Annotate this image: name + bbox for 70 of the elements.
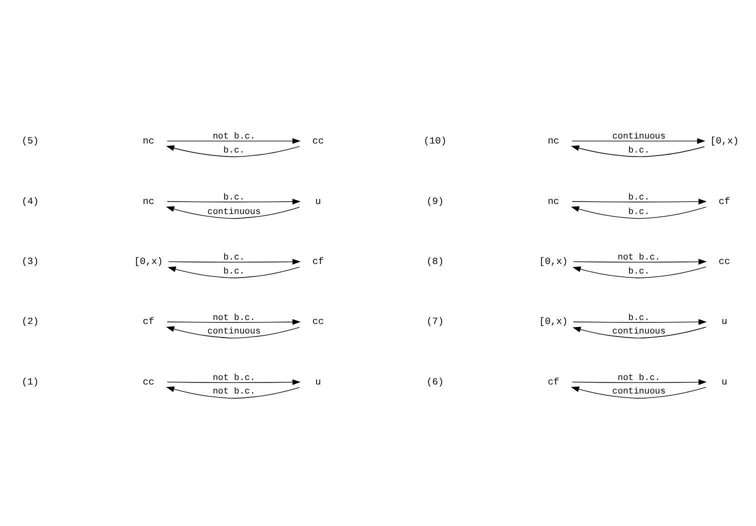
label: (4) — [22, 195, 39, 206]
edge-label: b.c. — [223, 252, 245, 262]
edge-label: b.c. — [223, 192, 245, 202]
edge-label: b.c. — [628, 206, 650, 216]
arrow — [572, 198, 707, 204]
arrow — [573, 318, 707, 324]
node-text: cf — [548, 376, 560, 387]
edge-label: not b.c. — [212, 131, 256, 142]
edge-label: b.c. — [628, 312, 650, 322]
label: (7) — [426, 316, 444, 327]
arrow — [572, 326, 706, 338]
arrow — [166, 144, 300, 157]
arrow — [166, 318, 301, 324]
node-text: u — [315, 195, 322, 206]
edge-label: continuous — [612, 326, 666, 336]
edge-label: b.c. — [628, 144, 650, 155]
node-text: cc — [718, 255, 730, 266]
edge-label: continuous — [207, 326, 261, 336]
node-text: cf — [312, 255, 324, 266]
edge-label: b.c. — [628, 192, 650, 202]
edge-label: b.c. — [628, 266, 650, 276]
edge-label: not b.c. — [212, 372, 256, 383]
node-text: u — [722, 376, 728, 387]
node-text: nc — [142, 195, 154, 206]
node-text: [0,x) — [539, 255, 568, 266]
node-text: [0,x) — [134, 255, 163, 266]
node-text: nc — [142, 135, 154, 146]
label: (3) — [22, 255, 39, 266]
label: (9) — [426, 195, 444, 206]
edge-label: continuous — [612, 386, 666, 396]
arrow — [570, 144, 705, 157]
edge-label: not b.c. — [212, 386, 256, 396]
arrow — [166, 326, 300, 338]
label: (6) — [426, 376, 444, 387]
edge-label: not b.c. — [212, 312, 256, 322]
label: (2) — [22, 316, 39, 327]
arrow — [168, 258, 301, 264]
arrow — [168, 266, 300, 278]
arrow — [572, 378, 707, 385]
arrow — [570, 386, 706, 398]
arrow — [166, 138, 301, 144]
node-text: u — [315, 376, 322, 387]
edge-label: continuous — [612, 131, 666, 142]
node-text: cc — [312, 316, 324, 327]
arrow — [166, 378, 301, 385]
label: (5) — [22, 135, 39, 146]
arrow — [573, 258, 707, 264]
arrow — [166, 386, 300, 398]
arrow — [166, 206, 300, 218]
label: (10) — [424, 135, 447, 146]
node-text: cc — [312, 135, 324, 146]
node-text: cf — [718, 195, 730, 206]
edge-label: continuous — [207, 206, 261, 216]
node-text: nc — [548, 135, 560, 146]
node-text: cc — [142, 376, 154, 387]
edge-label: not b.c. — [618, 252, 660, 262]
edge-label: b.c. — [223, 266, 245, 276]
edge-label: b.c. — [223, 144, 245, 155]
arrow — [570, 206, 706, 218]
arrow — [166, 198, 301, 204]
label: (1) — [22, 376, 39, 387]
arrow — [572, 266, 706, 278]
edge-label: not b.c. — [618, 372, 660, 383]
arrow — [572, 138, 706, 144]
node-text: u — [722, 316, 728, 327]
node-text: [0,x) — [710, 135, 739, 146]
node-text: cf — [142, 316, 154, 327]
node-text: [0,x) — [539, 316, 568, 327]
node-text: nc — [548, 195, 560, 206]
label: (8) — [426, 255, 444, 266]
